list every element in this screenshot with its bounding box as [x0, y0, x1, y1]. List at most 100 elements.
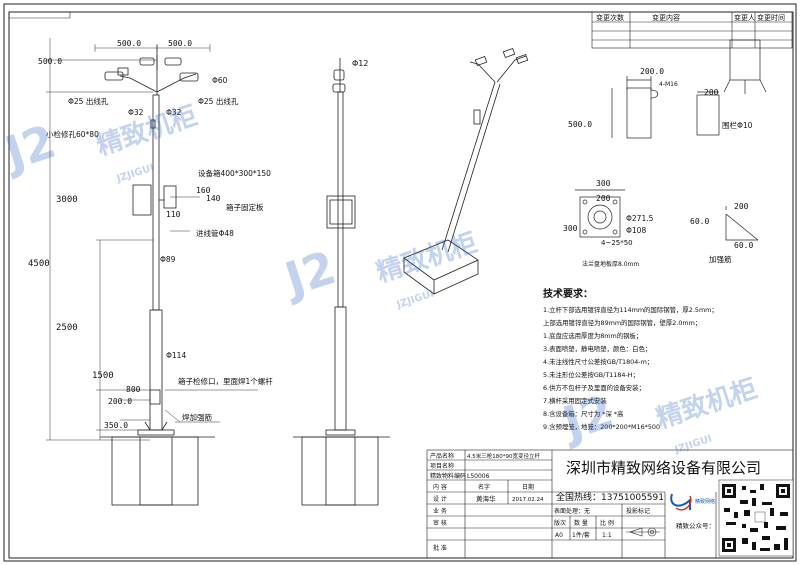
detail-flange-caption: 法兰盘地板厚8.0mm	[582, 260, 639, 268]
tb-qty-label: 数 量	[574, 519, 588, 527]
dim-140: 140	[206, 194, 221, 203]
detail-rib-600: 60.0	[690, 217, 709, 226]
inner-frame	[8, 11, 794, 559]
company-logo-icon	[670, 493, 692, 511]
svg-text:精致机柜: 精致机柜	[93, 100, 202, 162]
pole-front-view	[100, 45, 215, 506]
title-block	[426, 449, 794, 559]
dim-box: 设备箱400*300*150	[198, 168, 271, 178]
watermark-logo-icon: J2	[554, 384, 620, 451]
tb-hotline: 全国热线：13751005591	[556, 491, 664, 503]
svg-text:JZJIGUI: JZJIGUI	[395, 289, 436, 312]
dim-arm-left: 500.0	[117, 39, 141, 48]
pole-side-view	[293, 58, 390, 506]
qr-code-small-icon	[754, 511, 766, 523]
dim-350: 350.0	[104, 421, 128, 430]
detail-bracket-height: 500.0	[568, 120, 592, 129]
tb-qty: 1件/套	[572, 531, 590, 539]
tech-line: 上部选用镀锌直径为89mm的国际钢管，壁厚2.0mm；	[543, 318, 701, 327]
tb-logo-text: 精致网络	[695, 498, 715, 505]
tb-content-label: 内 容	[433, 483, 447, 491]
rev-header-content: 变更内容	[652, 13, 680, 22]
tech-line: 7.横杆采用固定式安装	[543, 396, 607, 405]
dim-160: 160	[196, 186, 211, 195]
tb-date-label: 日期	[522, 483, 534, 491]
detail-flange	[575, 189, 625, 238]
pole-isometric-view	[403, 47, 529, 295]
dim-upper: 3000	[56, 195, 78, 205]
tech-line: 1.立杆下部选用镀锌直径为114mm的国际钢管，厚2.5mm；	[543, 305, 718, 314]
outer-frame	[3, 3, 797, 562]
tb-approve-label: 批 准	[433, 544, 447, 552]
tb-ver: A0	[555, 532, 563, 539]
tb-product-name: 4.5米三枪180*90宽变径立杆	[467, 452, 540, 460]
tech-line: 4.未注线性尺寸公差按GB/T1804-m；	[543, 357, 653, 366]
dim-800: 800	[126, 385, 141, 394]
detail-bolt: 4-M16	[659, 81, 678, 88]
tech-line: 3.表面喷塑，静电喷塑，颜色：白色；	[543, 344, 651, 353]
dim-outlet-left: Φ25 出线孔	[68, 96, 109, 106]
svg-text:JZJIGUI: JZJIGUI	[673, 434, 714, 457]
tech-requirements: 技术要求： 1.立杆下部选用镀锌直径为114mm的国际钢管，厚2.5mm； 上部…	[543, 287, 718, 431]
tech-title: 技术要求：	[543, 287, 593, 300]
dim-1500: 1500	[92, 371, 114, 381]
svg-text:精致机柜: 精致机柜	[373, 227, 482, 289]
dim-rib: 焊加强筋	[182, 412, 212, 422]
detail-flange-holes: 4~25*50	[601, 239, 633, 247]
tb-project-label: 项目名称	[430, 462, 454, 470]
tb-scale: 1:1	[602, 532, 612, 539]
detail-rib	[725, 206, 759, 241]
tb-business-label: 业 务	[433, 507, 447, 515]
tech-line: 6.供方不包杆子及里面的设备安装；	[543, 383, 645, 392]
tb-product-label: 产品名称	[430, 452, 454, 460]
tech-line: 1.底盘应选用厚度为8mm的钢板；	[543, 331, 642, 340]
tb-code: L50006	[467, 473, 490, 480]
tb-scale-label: 比 例	[600, 519, 614, 527]
detail-flange-d108: Φ108	[626, 226, 646, 235]
watermark-1: J2 精致机柜 JZJIGUI	[0, 100, 201, 185]
dim-box-plate: 箱子固定板	[226, 202, 264, 212]
rev-header-person: 变更人	[734, 13, 755, 22]
side-d12: Φ12	[352, 59, 368, 68]
dim-2000: 200.0	[108, 397, 132, 406]
watermark-logo-icon: J2	[276, 240, 342, 307]
dim-d32-left: Φ32	[128, 108, 144, 117]
detail-bracket-width: 200.0	[640, 67, 664, 76]
projection-symbol-icon	[626, 527, 660, 537]
detail-rib-200: 200	[734, 202, 749, 211]
tech-line: 8.含设备箱：尺寸为 *深 *高	[543, 409, 623, 418]
detail-flange-top: 300	[596, 179, 611, 188]
tb-company: 深圳市精致网络设备有限公司	[566, 459, 761, 477]
tb-design-date: 2017.02.24	[512, 497, 544, 503]
tb-designer: 黄海华	[476, 494, 496, 503]
dim-access: 箱子检修口，里面焊1个螺杆	[178, 376, 273, 386]
dim-total: 4500	[28, 259, 50, 269]
tech-line: 9.含预埋笼，地笼：200*200*M16*500	[543, 422, 660, 431]
dim-pipe-d60: Φ60	[212, 76, 228, 85]
detail-rib-caption: 加强筋	[709, 254, 732, 264]
dim-d89: Φ89	[160, 255, 176, 264]
dim-outlet-right: Φ25 出线孔	[198, 96, 239, 106]
tb-name-label: 名字	[478, 483, 490, 491]
tb-ver-label: 版次	[554, 519, 566, 527]
tb-surface-label: 表面处理：无	[554, 507, 590, 515]
detail-bracket	[611, 39, 767, 139]
detail-rail: 围栏Φ10	[722, 120, 753, 130]
tb-design-label: 设 计	[433, 495, 447, 503]
dim-110: 110	[166, 210, 181, 219]
tb-review-label: 审 核	[433, 519, 447, 527]
detail-flange-d271: Φ271.5	[626, 214, 654, 223]
rev-header-count: 变更次数	[596, 13, 624, 22]
watermark-2: J2 精致机柜 JZJIGUI	[276, 227, 481, 311]
tb-code-label: 精致物料编码	[430, 472, 466, 480]
dim-arm-height: 500.0	[38, 57, 62, 66]
dim-lower: 2500	[56, 323, 78, 333]
tb-wechat-label: 精致公众号：	[676, 521, 715, 530]
dim-arm-right: 500.0	[168, 39, 192, 48]
dim-conduit: 进线管Φ48	[196, 228, 234, 238]
tb-projection-label: 投影标记	[626, 507, 650, 515]
detail-flange-300: 300	[563, 224, 578, 233]
detail-rib-60: 60.0	[734, 241, 753, 250]
